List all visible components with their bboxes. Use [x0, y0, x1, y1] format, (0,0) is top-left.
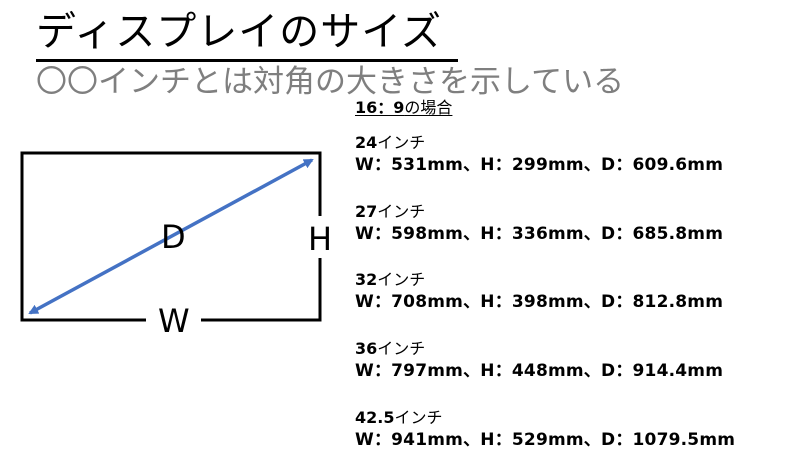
- size-dimensions: W：531mm、H：299mm、D：609.6mm: [355, 155, 724, 175]
- size-inch: 27: [355, 202, 378, 221]
- size-block-32: 32インチ W：708mm、H：398mm、D：812.8mm: [355, 270, 723, 314]
- size-inch: 36: [355, 339, 378, 358]
- size-block-24: 24インチ W：531mm、H：299mm、D：609.6mm: [355, 133, 723, 177]
- size-unit: インチ: [394, 408, 443, 427]
- size-unit: インチ: [377, 202, 426, 221]
- size-dimensions: W：708mm、H：398mm、D：812.8mm: [355, 292, 724, 312]
- label-d: D: [161, 218, 186, 256]
- label-h: H: [308, 220, 332, 258]
- ratio-number: 16：9: [355, 98, 405, 117]
- label-w: W: [158, 302, 190, 340]
- page-subtitle: 〇〇インチとは対角の大きさを示している: [36, 64, 625, 100]
- display-frame: [20, 151, 322, 322]
- size-block-27: 27インチ W：598mm、H：336mm、D：685.8mm: [355, 202, 723, 246]
- frame-left-top-right-upper: [20, 151, 322, 322]
- size-dimensions: W：797mm、H：448mm、D：914.4mm: [355, 361, 724, 381]
- size-block-42-5: 42.5インチ W：941mm、H：529mm、D：1079.5mm: [355, 408, 735, 452]
- size-unit: インチ: [377, 133, 426, 152]
- ratio-heading: 16：9の場合: [355, 98, 452, 118]
- title-underline: [36, 59, 458, 62]
- size-dimensions: W：598mm、H：336mm、D：685.8mm: [355, 224, 724, 244]
- size-unit: インチ: [377, 339, 426, 358]
- frame-right-lower-bottom: [201, 258, 322, 322]
- size-block-36: 36インチ W：797mm、H：448mm、D：914.4mm: [355, 339, 723, 383]
- size-inch: 24: [355, 133, 378, 152]
- size-unit: インチ: [377, 270, 426, 289]
- diagonal-arrow: [28, 158, 314, 315]
- size-dimensions: W：941mm、H：529mm、D：1079.5mm: [355, 430, 736, 450]
- display-size-diagram: D H W: [20, 151, 332, 340]
- size-inch: 42.5: [355, 408, 395, 427]
- ratio-suffix: の場合: [404, 98, 453, 117]
- size-inch: 32: [355, 270, 378, 289]
- page-title: ディスプレイのサイズ: [36, 9, 442, 55]
